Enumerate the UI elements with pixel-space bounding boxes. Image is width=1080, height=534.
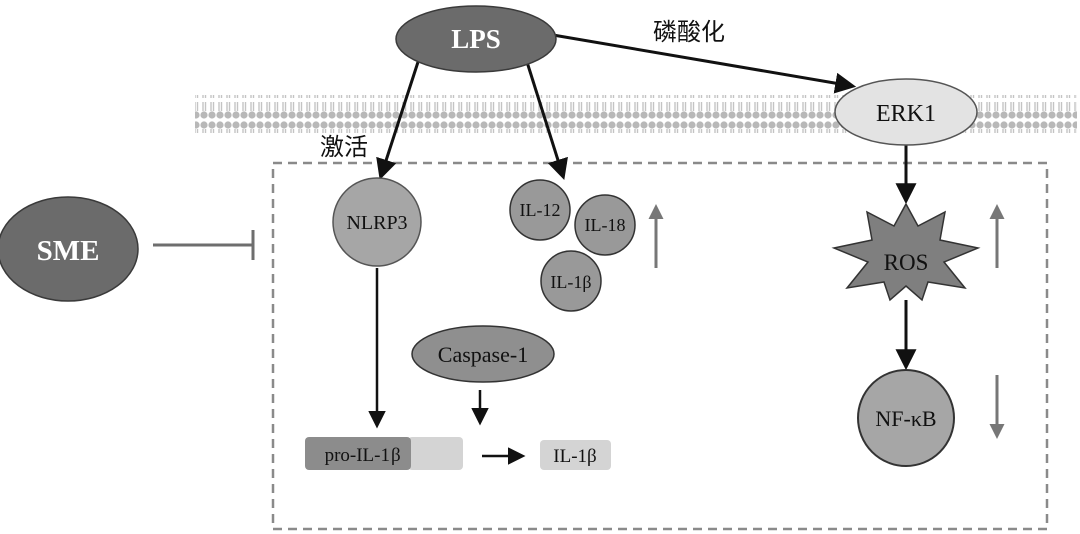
il12-label: IL-12 [520,200,561,220]
il18-node: IL-18 [574,194,636,256]
il1b-cluster-node: IL-1β [540,250,602,312]
ros-node: ROS [831,202,981,302]
nlrp3-node: NLRP3 [332,177,422,267]
erk1-node: ERK1 [834,78,978,146]
ros-label: ROS [884,250,929,275]
il1b-product-node: IL-1β [540,440,611,470]
nlrp3-label: NLRP3 [346,212,407,234]
ros-starburst [831,202,981,302]
il12-node: IL-12 [509,179,571,241]
lps-node: LPS [395,5,557,73]
sme-label: SME [37,235,100,267]
caspase1-node: Caspase-1 [411,325,555,383]
phosphorylation-label: 磷酸化 [653,18,725,46]
arrow-lps-to-erk1 [552,33,857,94]
pro-il1b-beta-label: β [391,445,401,466]
il1b-product-label: IL-1β [553,446,596,467]
lps-label: LPS [451,24,501,54]
arrow-lps-to-nlrp3 [376,61,420,180]
nfkb-label: NF-κB [875,406,936,431]
il1b-cluster-label: IL-1β [550,272,591,292]
erk1-label: ERK1 [876,101,936,127]
arrow-lps-to-il-cluster [525,61,568,181]
activation-label: 激活 [320,133,368,161]
caspase1-label: Caspase-1 [438,342,528,367]
sme-node: SME [0,196,139,302]
pro-il1b-node: pro-IL-1 β [305,437,463,470]
il18-label: IL-18 [585,215,626,235]
nfkb-node: NF-κB [857,369,955,467]
pro-il1b-label: pro-IL-1 [325,445,390,466]
